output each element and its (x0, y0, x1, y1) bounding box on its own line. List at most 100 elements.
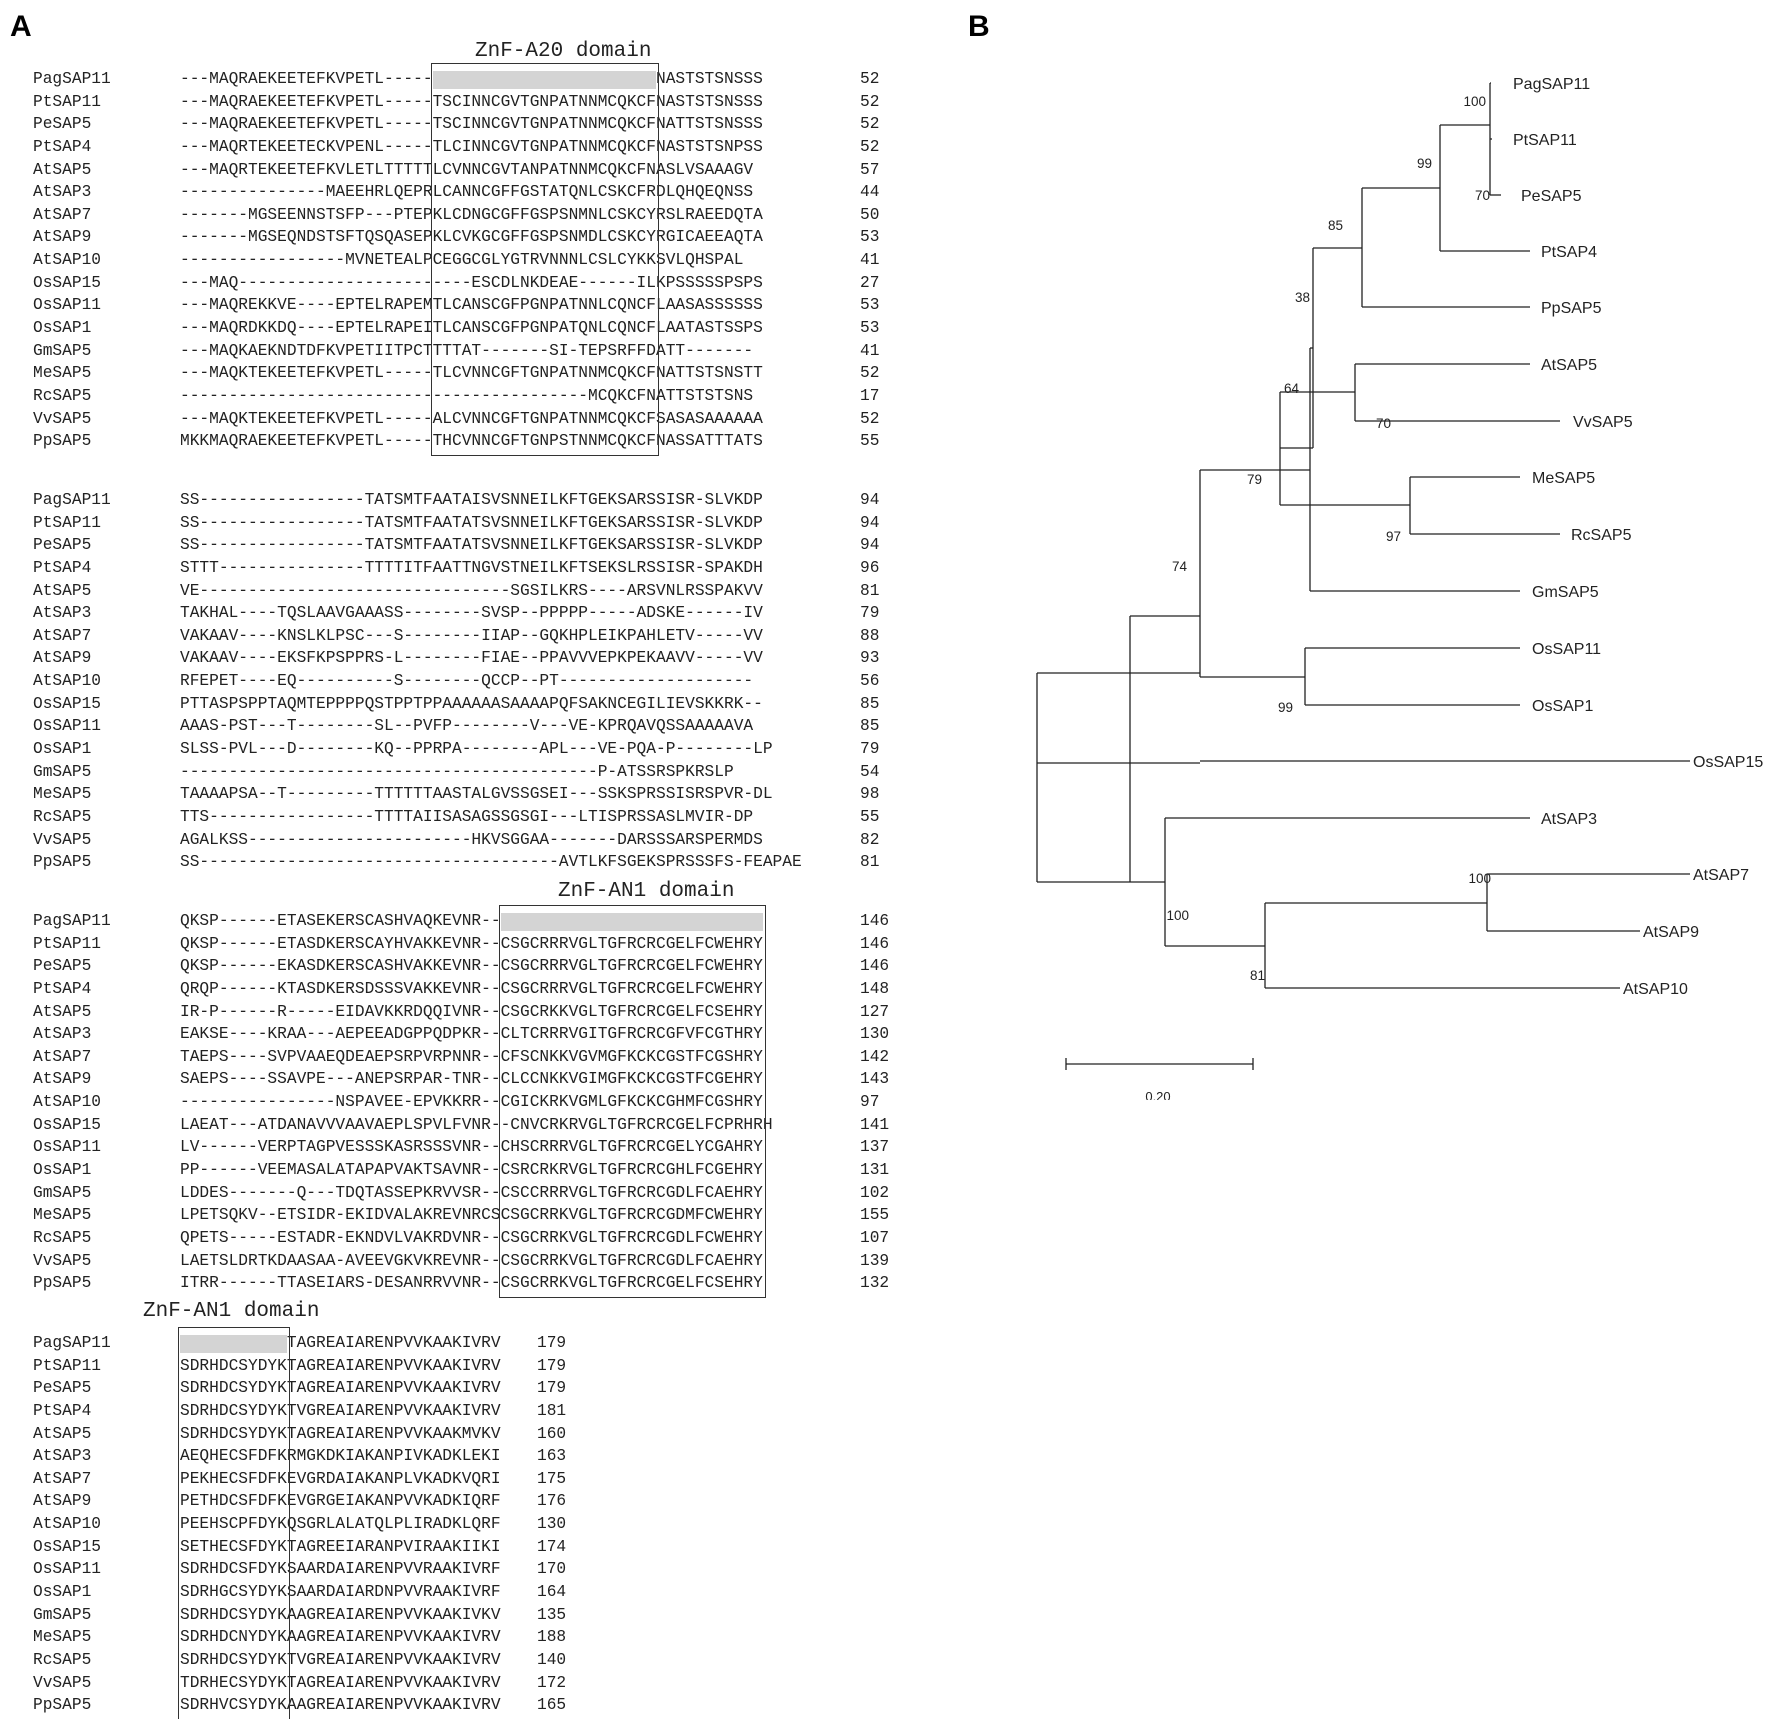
sequence-residues: STTT---------------TTTTITFAATTNGVSTNEILK… (180, 558, 763, 577)
sequence-residues: PEKHECSFDFKEVGRDAIAKANPLVKADKVQRI (180, 1469, 501, 1488)
sequence-name: OsSAP15 (33, 273, 101, 292)
sequence-residues: SDRHDCSYDYKTVGREAIARENPVVKAAKIVRV (180, 1401, 501, 1420)
domain-highlight (180, 1335, 287, 1353)
taxon-label: PtSAP11 (1513, 132, 1577, 149)
domain-highlight (432, 71, 657, 89)
residue-count: 148 (860, 979, 890, 998)
sequence-name: AtSAP3 (33, 1447, 92, 1466)
sequence-name: PtSAP11 (33, 92, 101, 111)
residue-count: 96 (860, 558, 880, 577)
residue-count: 97 (860, 1093, 880, 1112)
sequence-name: AtSAP9 (33, 1492, 92, 1511)
sequence-name: OsSAP1 (33, 319, 92, 338)
sequence-name: PeSAP5 (33, 957, 92, 976)
sequence-name: AtSAP7 (33, 1047, 92, 1066)
sequence-name: OsSAP15 (33, 1115, 101, 1134)
sequence-residues: SDRHDCSYDYKAAGREAIARENPVVKAAKIVKV (180, 1605, 501, 1624)
bootstrap-value: 99 (1278, 700, 1293, 715)
residue-count: 53 (860, 319, 880, 338)
scale-bar-label: 0.20 (1145, 1089, 1170, 1100)
residue-count: 155 (860, 1206, 890, 1225)
sequence-name: AtSAP10 (33, 1093, 101, 1112)
phylogenetic-tree: PagSAP11PtSAP11PeSAP5PtSAP4PpSAP5AtSAP5V… (1036, 76, 1763, 1100)
sequence-name: RcSAP5 (33, 807, 92, 826)
domain-title: ZnF-AN1 domain (558, 880, 735, 903)
sequence-name: OsSAP15 (33, 694, 101, 713)
sequence-name: PagSAP11 (33, 1334, 111, 1352)
residue-count: 160 (537, 1424, 567, 1443)
residue-count: 140 (537, 1650, 567, 1669)
sequence-name: PpSAP5 (33, 1274, 92, 1293)
residue-count: 179 (537, 1379, 567, 1398)
residue-count: 141 (860, 1115, 890, 1134)
residue-count: 143 (860, 1070, 890, 1089)
residue-count: 52 (860, 70, 880, 88)
sequence-residues: SDRHDCSYDYKTAGREAIARENPVVKAAKIVRV (180, 1356, 501, 1375)
sequence-residues: ----------------NSPAVEE-EPVKKRR--CGICKRK… (180, 1093, 763, 1112)
sequence-name: PtSAP11 (33, 1356, 101, 1375)
sequence-residues: ---MAQKTEKEETEFKVPETL-----ALCVNNCGFTGNPA… (180, 409, 763, 428)
sequence-residues: TAEPS----SVPVAAEQDEAEPSRPVRPNNR--CFSCNKK… (180, 1047, 763, 1066)
residue-count: 88 (860, 626, 880, 645)
sequence-residues: SDRHGCSYDYKSAARDAIARDNPVVRAAKIVRF (180, 1583, 501, 1602)
taxon-label: OsSAP1 (1532, 698, 1593, 715)
sequence-residues: ----------------------------------------… (180, 762, 734, 781)
residue-count: 52 (860, 409, 880, 428)
sequence-name: AtSAP10 (33, 672, 101, 691)
panel-b-letter: B (968, 10, 990, 43)
sequence-residues: VE--------------------------------SGSILK… (180, 581, 763, 600)
sequence-residues: VAKAAV----KNSLKLPSC---S--------IIAP--GQK… (180, 626, 763, 645)
sequence-name: PeSAP5 (33, 115, 92, 134)
sequence-residues: RFEPET----EQ----------S--------QCCP--PT-… (180, 672, 754, 691)
residue-count: 174 (537, 1537, 567, 1556)
sequence-name: OsSAP11 (33, 1138, 101, 1157)
sequence-residues: SETHECSFDYKTAGREEIARANPVIRAAKIIKI (180, 1537, 501, 1556)
sequence-residues: VAKAAV----EKSFKPSPPRS-L--------FIAE--PPA… (180, 649, 763, 668)
sequence-name: AtSAP9 (33, 649, 92, 668)
sequence-name: RcSAP5 (33, 1228, 92, 1247)
residue-count: 179 (537, 1334, 567, 1352)
sequence-residues: LV------VERPTAGPVESSSKASRSSSVNR--CHSCRRR… (180, 1138, 763, 1157)
sequence-residues: ---MAQRTEKEETECKVPENL-----TLCINNCGVTGNPA… (180, 137, 763, 156)
residue-count: 135 (537, 1605, 567, 1624)
sequence-name: PagSAP11 (33, 70, 111, 88)
residue-count: 79 (860, 604, 880, 623)
bootstrap-value: 64 (1284, 381, 1300, 396)
domain-title: ZnF-A20 domain (475, 40, 652, 63)
taxon-label: PagSAP11 (1513, 76, 1590, 93)
sequence-residues: ITRR------TTASEIARS-DESANRRVVNR--CSGCRRK… (180, 1274, 763, 1293)
bootstrap-value: 100 (1468, 871, 1491, 886)
domain-title: ZnF-AN1 domain (143, 1300, 320, 1323)
residue-count: 188 (537, 1628, 567, 1647)
sequence-name: AtSAP10 (33, 1515, 101, 1534)
taxon-label: OsSAP11 (1532, 641, 1601, 658)
sequence-name: MeSAP5 (33, 1628, 92, 1647)
taxon-label: AtSAP9 (1643, 924, 1699, 941)
bootstrap-value: 70 (1376, 416, 1391, 431)
sequence-name: PagSAP11 (33, 912, 111, 930)
sequence-name: AtSAP5 (33, 581, 92, 600)
taxon-label: AtSAP3 (1541, 811, 1597, 828)
residue-count: 52 (860, 364, 880, 383)
domain-box (178, 1327, 290, 1720)
sequence-residues: QPETS-----ESTADR-EKNDVLVAKRDVNR--CSGCRRK… (180, 1228, 763, 1247)
sequence-residues: SS-----------------TATSMTFAATATSVSNNEILK… (180, 536, 763, 555)
bootstrap-value: 79 (1247, 472, 1262, 487)
sequence-name: AtSAP5 (33, 160, 92, 179)
sequence-residues: SDRHDCSYDYKTAGREAIARENPVVKAAKMVKV (180, 1424, 501, 1443)
residue-count: 55 (860, 432, 880, 451)
sequence-name: GmSAP5 (33, 1605, 92, 1624)
sequence-residues: AAAS-PST---T--------SL--PVFP--------V---… (180, 717, 754, 736)
residue-count: 176 (537, 1492, 567, 1511)
sequence-residues: EAKSE----KRAA---AEPEEADGPPQDPKR--CLTCRRR… (180, 1025, 763, 1044)
domain-box (498, 905, 767, 1299)
sequence-name: PeSAP5 (33, 1379, 92, 1398)
sequence-residues: TDRHECSYDYKTAGREAIARENPVVKAAKIVRV (180, 1673, 501, 1692)
residue-count: 94 (860, 536, 880, 555)
taxon-label: MeSAP5 (1532, 470, 1595, 487)
sequence-name: VvSAP5 (33, 1673, 92, 1692)
residue-count: 52 (860, 115, 880, 134)
sequence-residues: ---MAQ------------------------ESCDLNKDEA… (180, 273, 763, 292)
sequence-residues: ---------------MAEEHRLQEPRLCANNCGFFGSTAT… (180, 183, 754, 202)
sequence-residues: SLSS-PVL---D--------KQ--PPRPA--------APL… (180, 740, 773, 759)
